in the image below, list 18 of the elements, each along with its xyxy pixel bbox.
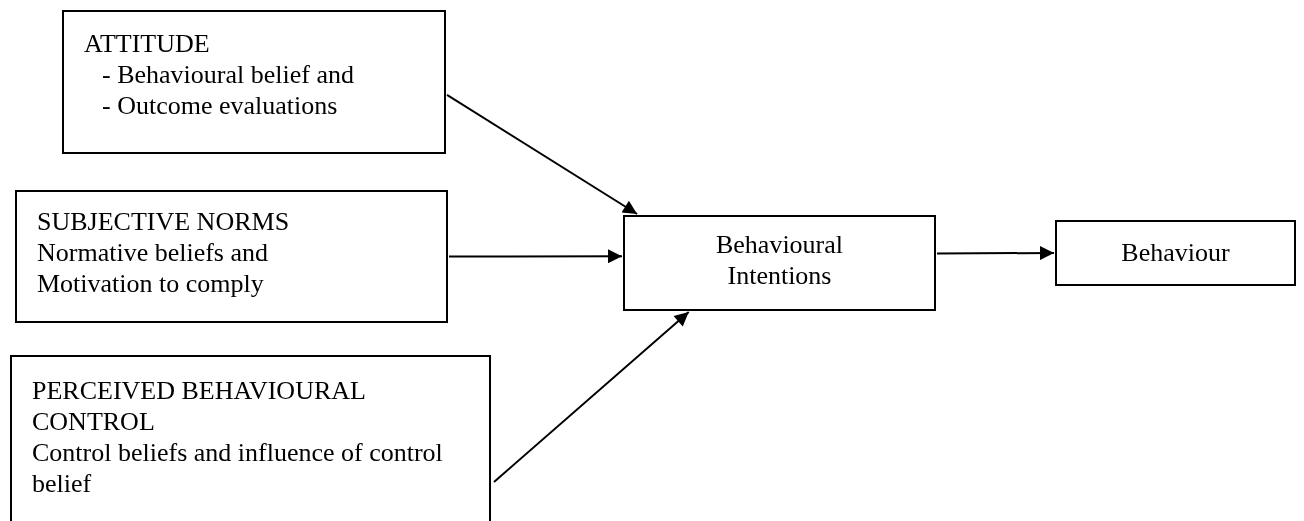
node-label: Behaviour (1120, 237, 1231, 268)
list-item: - Outcome evaluations (102, 90, 339, 121)
node-label: Behavioural Intentions (714, 229, 845, 291)
heading: PERCEIVED BEHAVIOURAL CONTROL (32, 375, 366, 437)
arrow (446, 93, 639, 215)
process-box (62, 10, 446, 154)
heading: SUBJECTIVE NORMS (37, 206, 291, 237)
process-box (1055, 220, 1296, 286)
arrow (493, 311, 690, 483)
process-box (623, 215, 936, 311)
list-item: - Behavioural belief and (102, 59, 355, 90)
arrow (936, 246, 1055, 261)
process-box (15, 190, 448, 323)
description: Control beliefs and influence of control belief (32, 437, 444, 499)
arrow (448, 249, 623, 264)
description: Normative beliefs and Motivation to comply (37, 237, 270, 299)
heading: ATTITUDE (84, 28, 211, 59)
process-box (10, 355, 491, 521)
